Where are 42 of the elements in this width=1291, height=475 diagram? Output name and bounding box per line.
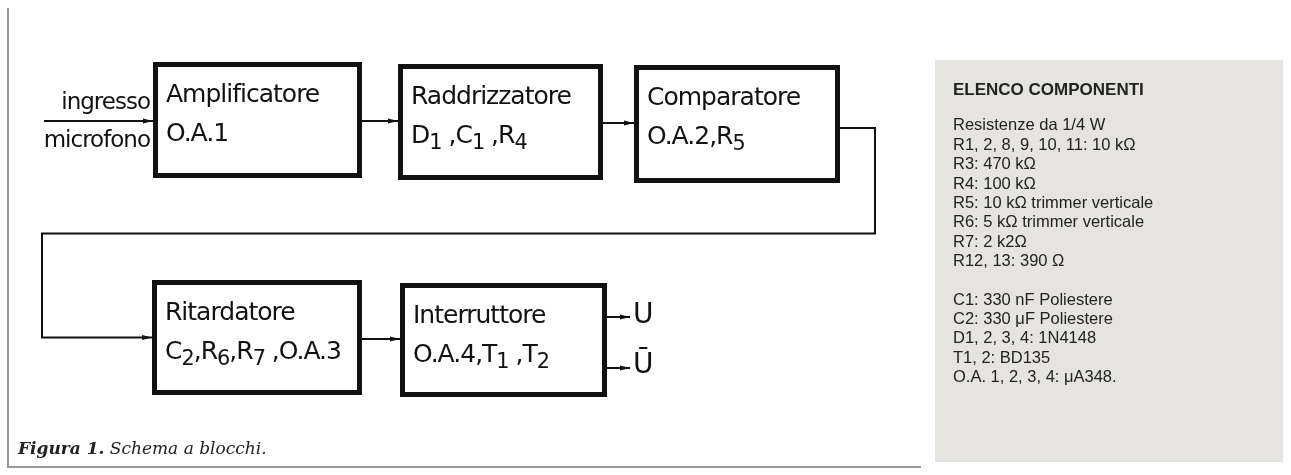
arrow	[606, 365, 631, 371]
component-line: R6: 5 kΩ trimmer verticale	[953, 212, 1146, 232]
component-line: R1, 2, 8, 9, 10, 11: 10 kΩ	[953, 134, 1137, 155]
block-box	[400, 283, 607, 397]
component-line: C2: 330 μF Poliestere	[953, 309, 1114, 329]
component-line: D1, 2, 3, 4: 1N4148	[953, 328, 1098, 348]
component-line: C1: 330 nF Poliestere	[953, 289, 1114, 310]
component-line: Resistenze da 1/4 W	[953, 115, 1107, 135]
block-title: Interruttore	[413, 300, 547, 329]
component-line: R7: 2 k2Ω	[953, 231, 1028, 252]
block-components: O.A.4,T$_{1}$ ,T$_{2}$	[413, 339, 551, 373]
arrow	[361, 336, 401, 342]
component-line: T1, 2: BD135	[953, 347, 1052, 368]
output-label: Ū	[633, 347, 663, 389]
component-line: R5: 10 kΩ trimmer verticale	[953, 193, 1155, 213]
arrow	[602, 120, 635, 126]
block-components: C$_{2}$,R$_{6}$,R$_{7}$ ,O.A.3	[165, 336, 342, 370]
arrow	[606, 314, 631, 320]
block-components: D$_{1}$ ,C$_{1}$ ,R$_{4}$	[411, 120, 528, 154]
component-list-panel	[935, 60, 1283, 462]
block-title: Comparatore	[647, 82, 802, 111]
arrow	[43, 118, 154, 124]
block-box	[153, 62, 362, 178]
block-components: O.A.1	[166, 118, 230, 147]
block-title: Ritardatore	[165, 297, 296, 326]
list-heading: ELENCO COMPONENTI	[953, 80, 1145, 100]
component-line: R3: 470 kΩ	[953, 154, 1037, 174]
block-title: Amplificatore	[166, 79, 321, 108]
block-box	[152, 280, 362, 395]
figure-caption: Figura 1. Schema a blocchi.	[18, 438, 267, 458]
component-line: R12, 13: 390 Ω	[953, 251, 1066, 271]
arrow	[41, 127, 876, 340]
arrow	[361, 118, 399, 124]
component-line: O.A. 1, 2, 3, 4: μA348.	[953, 367, 1118, 387]
block-title: Raddrizzatore	[411, 81, 572, 110]
output-label: U	[633, 297, 663, 337]
input-label: ingresso	[61, 88, 150, 114]
block-components: O.A.2,R$_{5}$	[647, 121, 746, 155]
block-box	[398, 64, 603, 180]
input-label: microfono	[43, 126, 150, 152]
component-line: R4: 100 kΩ	[953, 173, 1037, 194]
block-box	[634, 65, 840, 183]
